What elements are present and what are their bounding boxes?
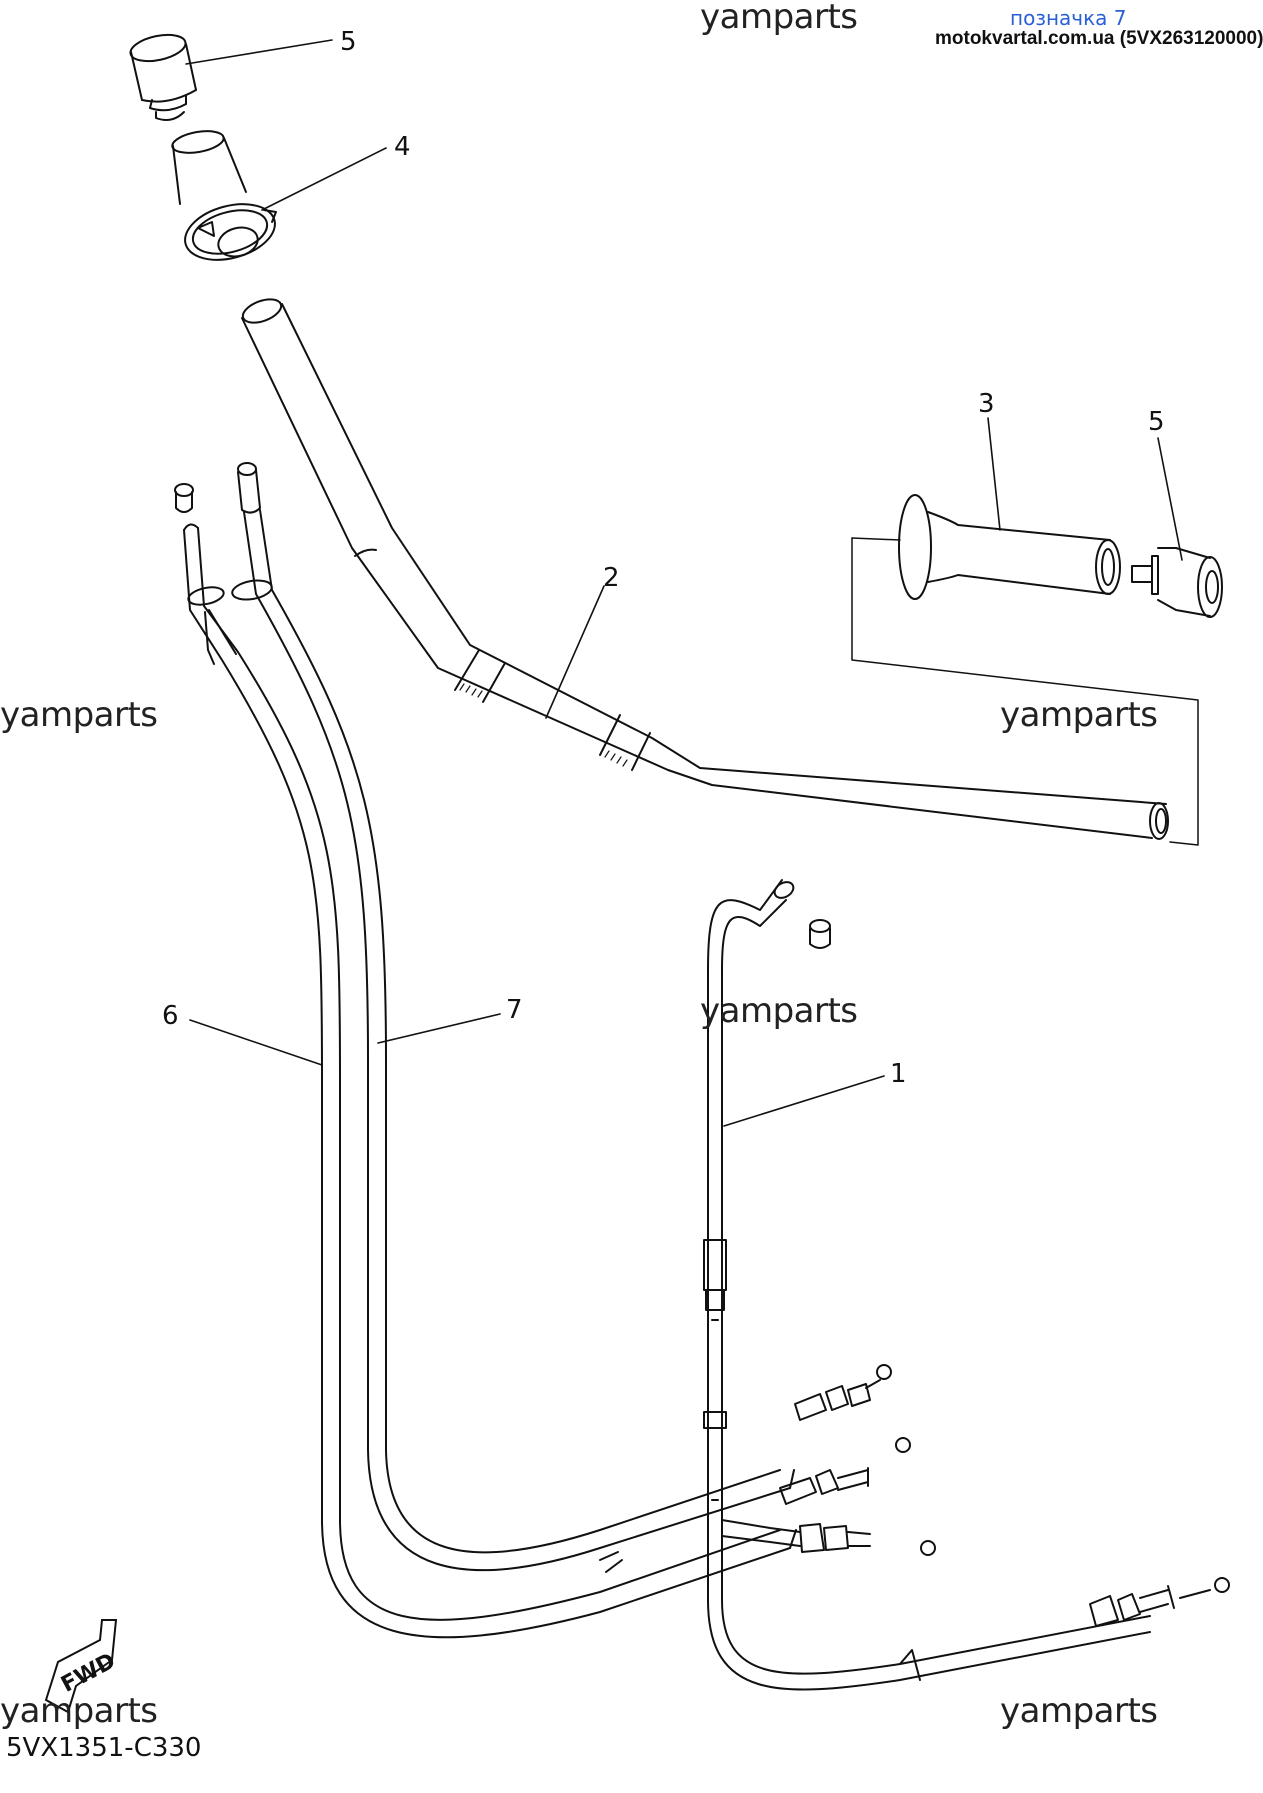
source-label: motokvartal.com.ua (5VX263120000) <box>935 28 1263 49</box>
cable-1 <box>703 879 1230 1691</box>
watermark: yamparts <box>0 1691 158 1731</box>
callout-6: 6 <box>162 1001 179 1031</box>
throttle-grip <box>171 130 277 261</box>
diagram-code: 5VX1351-C330 <box>6 1733 202 1763</box>
callout-3: 3 <box>978 389 995 419</box>
watermark: yamparts <box>700 991 858 1031</box>
callout-1: 1 <box>890 1059 907 1089</box>
bar-end-right <box>1131 547 1223 618</box>
throttle-cable-7 <box>187 462 791 1572</box>
callout-7: 7 <box>506 995 523 1025</box>
cable-adjusters <box>599 1364 911 1573</box>
label-link[interactable]: позначка 7 <box>1010 6 1127 30</box>
watermark: yamparts <box>1000 1691 1158 1731</box>
callout-2: 2 <box>603 563 620 593</box>
watermark: yamparts <box>0 695 158 735</box>
callout-numbers: 5 4 3 5 2 6 7 1 <box>162 27 1165 1089</box>
leader-lines <box>185 39 1183 1127</box>
callout-5-top: 5 <box>340 27 357 57</box>
bar-end-left <box>129 33 197 121</box>
throttle-cable-6 <box>174 483 791 1639</box>
right-grip <box>898 494 1121 600</box>
watermark: yamparts <box>1000 695 1158 735</box>
watermark: yamparts <box>700 0 858 37</box>
handlebar <box>241 298 1169 840</box>
callout-5-right: 5 <box>1148 407 1165 437</box>
fwd-arrow-icon: FWD <box>44 1619 120 1714</box>
callout-4: 4 <box>394 132 411 162</box>
